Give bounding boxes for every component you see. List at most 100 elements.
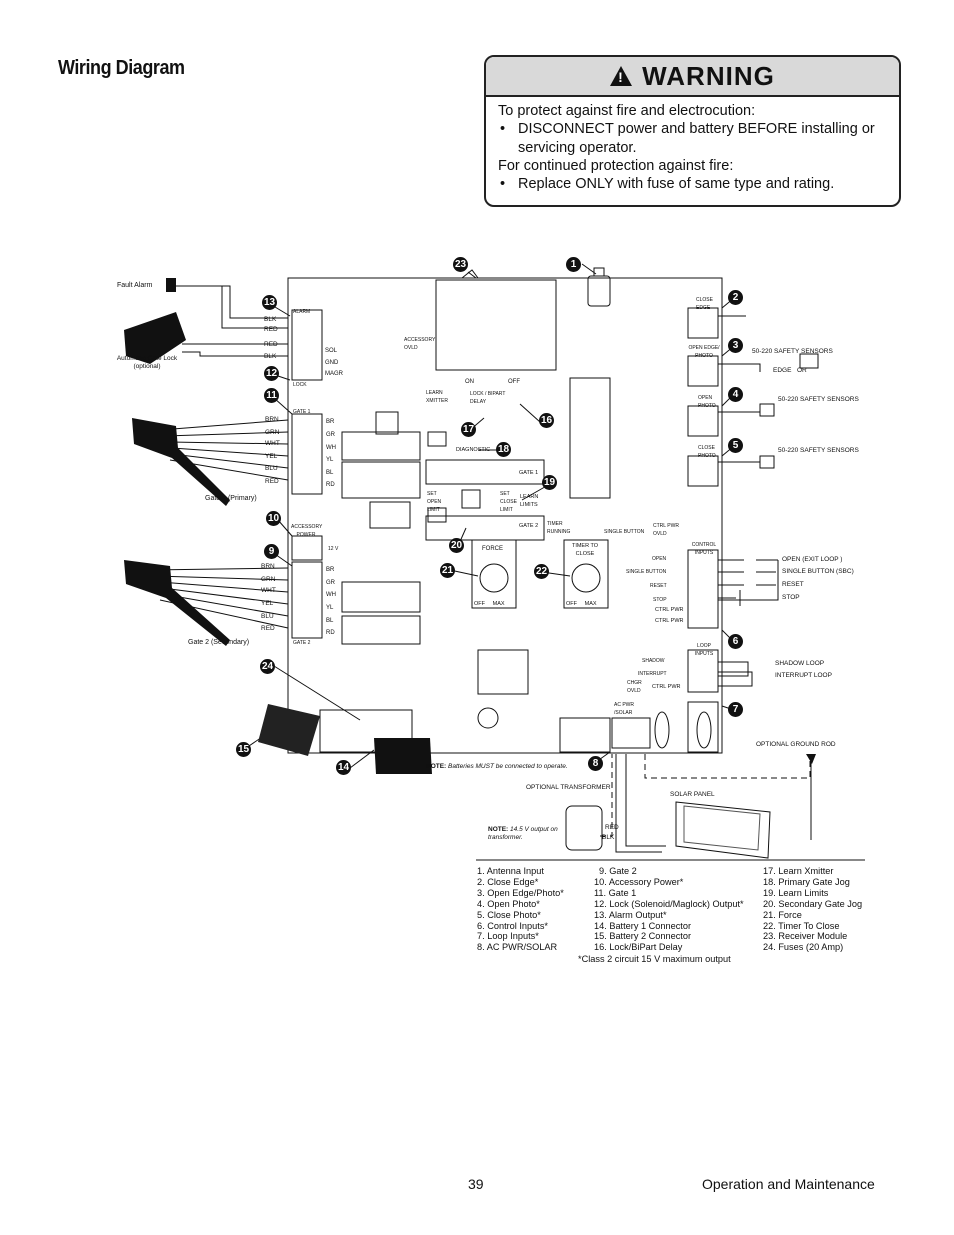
legend-item: 1. Antenna Input	[477, 866, 544, 876]
legend-item: 2. Close Edge*	[477, 876, 539, 887]
blk-wire-label: BLK	[602, 834, 615, 841]
board-label: GR	[326, 432, 335, 438]
board-label: DIAGNOSTIC	[456, 447, 491, 453]
safety-sensor-label: 50-220 SAFETY SENSORS	[778, 396, 859, 403]
receiver-module	[435, 279, 557, 371]
legend-item: 15. Battery 2 Connector	[594, 931, 692, 942]
wire-label: GRN	[261, 576, 276, 583]
callout-24: 24	[260, 659, 275, 674]
legend-item: 19. Learn Limits	[763, 887, 829, 898]
board-label: CTRL PWR OVLD	[653, 523, 679, 537]
board-label: GR	[326, 580, 335, 586]
board-label: LEARN XMITTER	[426, 390, 448, 404]
board-label: LOCK	[293, 382, 307, 388]
legend-item: 11. Gate 1	[594, 887, 637, 898]
wire-label: BLK	[264, 353, 277, 360]
legend-item: 13. Alarm Output*	[594, 909, 667, 920]
legend-item: 16. Lock/BiPart Delay	[594, 942, 683, 953]
wire-label: BRN	[265, 416, 279, 423]
gate-1-label: Gate 1 (Primary)	[205, 495, 257, 502]
legend-item: 23. Receiver Module	[763, 931, 848, 942]
ground-rod-label: OPTIONAL GROUND ROD	[756, 741, 836, 748]
warning-line-1: To protect against fire and electrocutio…	[498, 103, 756, 119]
legend-col-2: 9. Gate 2 10. Accessory Power* 11. Gate …	[594, 866, 744, 953]
single-button-label: SINGLE BUTTON (SBC)	[782, 568, 854, 575]
red-wire-label: RED	[605, 824, 619, 831]
callout-18: 18	[496, 442, 511, 457]
legend-item: 21. Force	[763, 909, 802, 920]
open-exit-loop-label: OPEN (EXIT LOOP )	[782, 556, 843, 563]
callout-13: 13	[262, 295, 277, 310]
board-label: INTERRUPT	[638, 671, 667, 677]
board-label: GATE 1	[293, 409, 311, 415]
board-label: TIMER TO CLOSE	[571, 543, 599, 557]
wire-label: YEL	[265, 453, 278, 460]
board-label: MAGR	[325, 371, 343, 377]
legend-item: 4. Open Photo*	[477, 898, 540, 909]
board-label: OPEN EDGE/ PHOTO	[688, 345, 720, 359]
wire-label: RED	[264, 326, 278, 333]
callout-15: 15	[236, 742, 251, 757]
legend-item: 18. Primary Gate Jog	[763, 876, 850, 887]
board-label: SHADOW	[642, 658, 665, 664]
callout-19: 19	[542, 475, 557, 490]
legend-item: 22. Timer To Close	[763, 920, 840, 931]
control-board	[287, 277, 723, 754]
wire-label: BLK	[264, 316, 277, 323]
legend-item: 9. Gate 2	[599, 866, 637, 876]
callout-2: 2	[728, 290, 743, 305]
legend-item: 5. Close Photo*	[477, 909, 541, 920]
board-label: BL	[326, 470, 334, 476]
wire-label: WHT	[265, 440, 280, 447]
stop-label: STOP	[782, 594, 800, 601]
wire-label: RED	[265, 478, 279, 485]
board-label: SET OPEN LIMIT	[427, 491, 442, 513]
edge-label: EDGE	[773, 367, 792, 374]
interrupt-loop-label: INTERRUPT LOOP	[775, 672, 832, 679]
legend-item: 6. Control Inputs*	[477, 920, 548, 931]
board-label: BR	[326, 567, 335, 573]
legend-item: 14. Battery 1 Connector	[594, 920, 692, 931]
board-label: TIMER RUNNING	[547, 521, 571, 535]
safety-sensor-label: 50-220 SAFETY SENSORS	[778, 447, 859, 454]
callout-23: 23	[453, 257, 468, 272]
board-label: CHGR OVLD	[627, 680, 642, 694]
wire-label: GRN	[265, 429, 280, 436]
board-label: GATE 2	[293, 640, 311, 646]
solar-panel-label: SOLAR PANEL	[670, 791, 715, 798]
transformer-label: OPTIONAL TRANSFORMER	[526, 784, 611, 791]
callout-6: 6	[728, 634, 743, 649]
wire-label: RED	[261, 625, 275, 632]
board-label: GND	[325, 360, 339, 366]
warning-line-2: For continued protection against fire:	[498, 157, 734, 174]
ground-rod	[806, 754, 816, 764]
gate-1-actuator	[132, 418, 230, 506]
board-label: OFF	[508, 379, 520, 385]
wire-label: YEL	[261, 600, 274, 607]
fault-alarm-device	[166, 278, 176, 292]
warning-heading: WARNING	[642, 60, 775, 91]
microcontroller-chip	[569, 377, 611, 499]
warning-header: WARNING	[486, 57, 899, 97]
board-label: OFF MAX	[566, 601, 597, 607]
reset-label: RESET	[782, 581, 804, 588]
board-label: OPEN PHOTO	[698, 395, 716, 409]
legend-col-1: 1. Antenna Input 2. Close Edge* 3. Open …	[477, 866, 564, 953]
wire-label: BLU	[265, 465, 278, 472]
board-label: OPEN	[652, 556, 667, 562]
callout-11: 11	[264, 388, 279, 403]
legend-item: 10. Accessory Power*	[594, 876, 684, 887]
callout-16: 16	[539, 413, 554, 428]
board-label: ACCESSORY OVLD	[404, 337, 436, 351]
board-label: ON	[465, 379, 474, 385]
board-label: LOOP INPUTS	[694, 643, 714, 657]
board-label: RD	[326, 482, 335, 488]
gate-2-actuator	[124, 560, 230, 646]
board-label: CONTROL INPUTS	[691, 542, 717, 556]
wire-label: RED	[264, 341, 278, 348]
board-label: SOL	[325, 348, 338, 354]
legend-footnote: *Class 2 circuit 15 V maximum output	[578, 954, 731, 964]
board-label: STOP	[653, 597, 667, 603]
legend-item: 17. Learn Xmitter	[763, 866, 834, 876]
